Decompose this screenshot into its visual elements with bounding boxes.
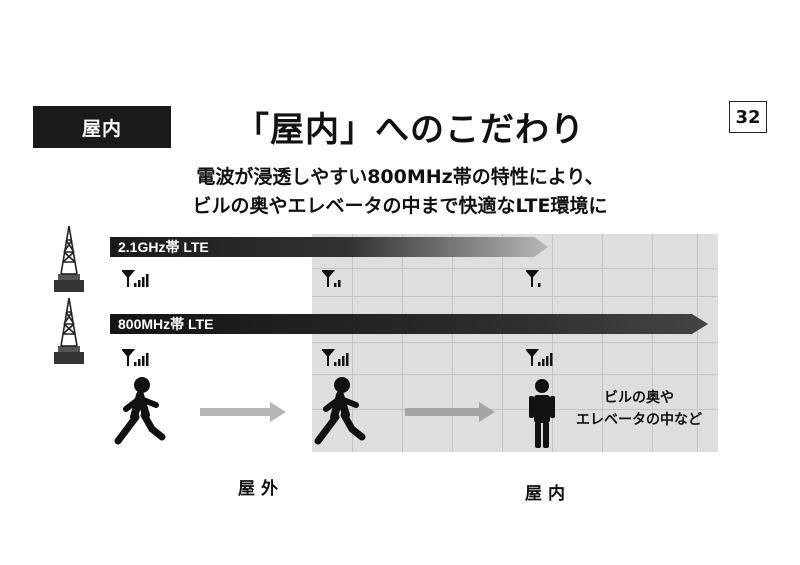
subtitle-line-1: 電波が浸透しやすい800MHz帯の特性により、 (196, 166, 604, 188)
signal-strength-icon (322, 349, 349, 366)
walking-person-icon (114, 377, 166, 445)
band-2-1ghz-lte: 2.1GHz帯 LTE (110, 237, 548, 257)
caption-line-2: エレベータの中など (576, 412, 702, 428)
caption-line-1: ビルの奥や (604, 390, 674, 406)
slide-title: 「屋内」へのこだわり (235, 110, 585, 150)
band-800mhz-lte: 800MHz帯 LTE (110, 314, 708, 334)
signal-strength-icon (526, 270, 541, 287)
walking-person-icon (314, 377, 366, 445)
signal-strength-icon (322, 270, 341, 287)
subtitle-line-2: ビルの奥やエレベータの中まで快適なLTE環境に (192, 195, 608, 217)
page-number: 32 (729, 101, 767, 133)
standing-person-icon (529, 379, 555, 448)
radio-tower-icon (54, 297, 84, 364)
outdoor-label: 屋外 (238, 479, 284, 499)
radio-tower-icon (54, 225, 84, 292)
signal-strength-icon (122, 270, 149, 287)
indoor-caption: ビルの奥や エレベータの中など (574, 387, 704, 431)
signal-strength-icon (526, 349, 553, 366)
arrow-right-icon (200, 402, 286, 422)
section-tag: 屋内 (33, 106, 171, 148)
signal-strength-icon (122, 349, 149, 366)
indoor-label: 屋内 (525, 484, 571, 504)
arrow-right-icon (405, 402, 495, 422)
building-background (312, 234, 718, 452)
